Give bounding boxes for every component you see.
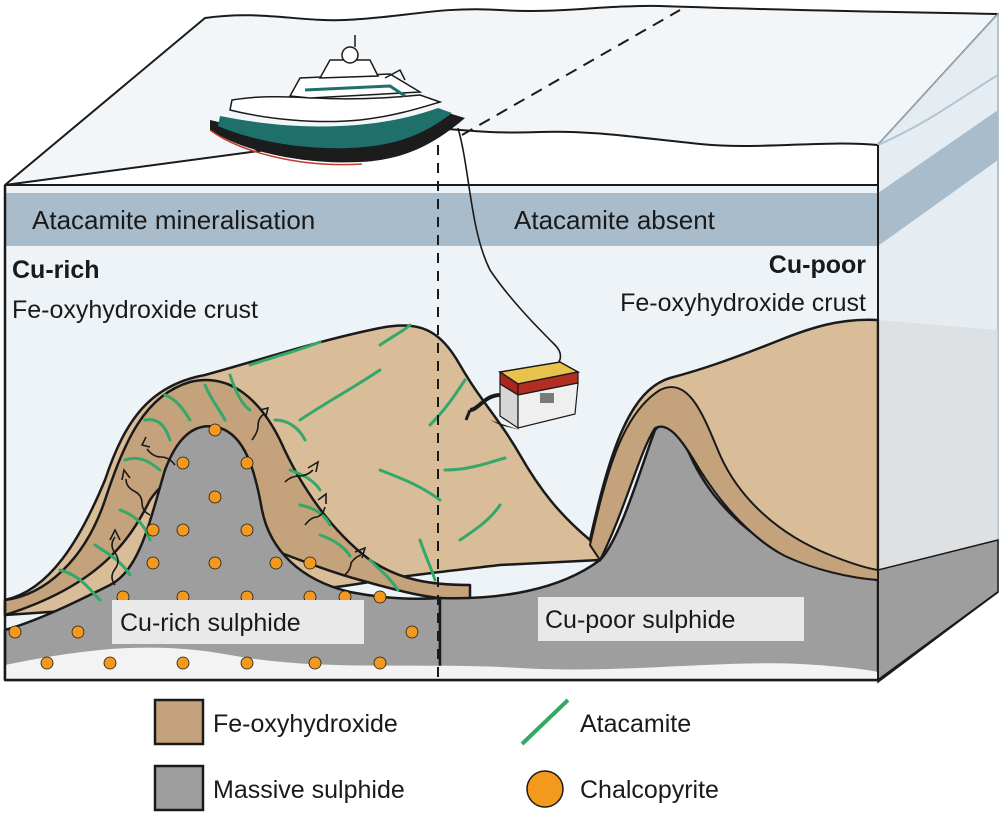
legend-label-chalcopyrite: Chalcopyrite <box>580 776 719 804</box>
right-crust-title: Cu-poor <box>769 251 866 279</box>
atacamite-veins <box>58 323 507 602</box>
legend-swatch-massive-sulphide <box>153 764 205 812</box>
legend-swatch-chalcopyrite <box>526 770 564 808</box>
band-left-label: Atacamite mineralisation <box>32 205 315 235</box>
fluid-arrows <box>109 406 367 586</box>
right-crust-subtitle: Fe-oxyhydroxide crust <box>620 289 866 317</box>
rov-icon <box>464 361 581 430</box>
depth-band <box>5 193 878 246</box>
right-sulphide-label-bg <box>538 597 804 641</box>
legend-label-massive-sulphide: Massive sulphide <box>213 776 405 804</box>
ship-icon <box>209 35 465 166</box>
left-crust-subtitle: Fe-oxyhydroxide crust <box>12 296 258 324</box>
legend-swatch-atacamite <box>520 698 570 746</box>
left-sulphide-label: Cu-rich sulphide <box>120 609 301 637</box>
base-white <box>5 647 878 680</box>
legend: Fe-oxyhydroxide Atacamite Massive sulphi… <box>153 698 719 812</box>
band-right-label: Atacamite absent <box>514 205 716 235</box>
legend-swatch-fe-oxyhydroxide <box>153 698 205 746</box>
legend-label-fe-oxyhydroxide: Fe-oxyhydroxide <box>213 710 398 738</box>
sea-surface <box>4 4 999 186</box>
right-sulphide-label: Cu-poor sulphide <box>545 606 735 634</box>
left-sulphide-label-bg <box>112 600 364 644</box>
rov-cable <box>457 127 562 371</box>
legend-label-atacamite: Atacamite <box>580 710 691 738</box>
chalcopyrite-dots <box>8 423 419 670</box>
left-crust-title: Cu-rich <box>12 256 100 284</box>
ship-sightline <box>461 9 681 136</box>
